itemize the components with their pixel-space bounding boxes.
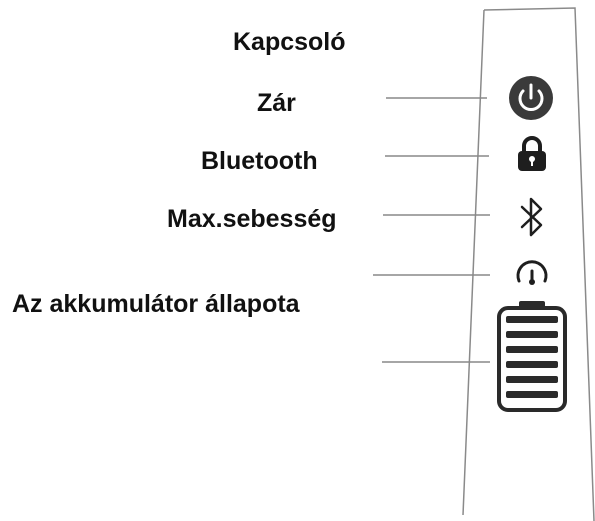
lock-icon [518,136,546,171]
battery-level-bars [506,316,558,398]
label-bluetooth: Bluetooth [201,147,318,175]
speedometer-icon [516,260,548,285]
label-battery-status: Az akkumulátor állapota [12,290,300,318]
bluetooth-icon [520,197,543,237]
battery-bar [506,361,558,368]
battery-bar [506,346,558,353]
power-icon[interactable] [509,76,553,120]
battery-bar [506,376,558,383]
battery-bar [506,331,558,338]
label-max-speed: Max.sebesség [167,205,337,233]
panel-outline [462,7,595,521]
battery-bar [506,391,558,398]
label-lock: Zár [257,89,296,117]
battery-icon [497,301,567,412]
battery-bar [506,316,558,323]
label-power: Kapcsoló [233,28,346,56]
